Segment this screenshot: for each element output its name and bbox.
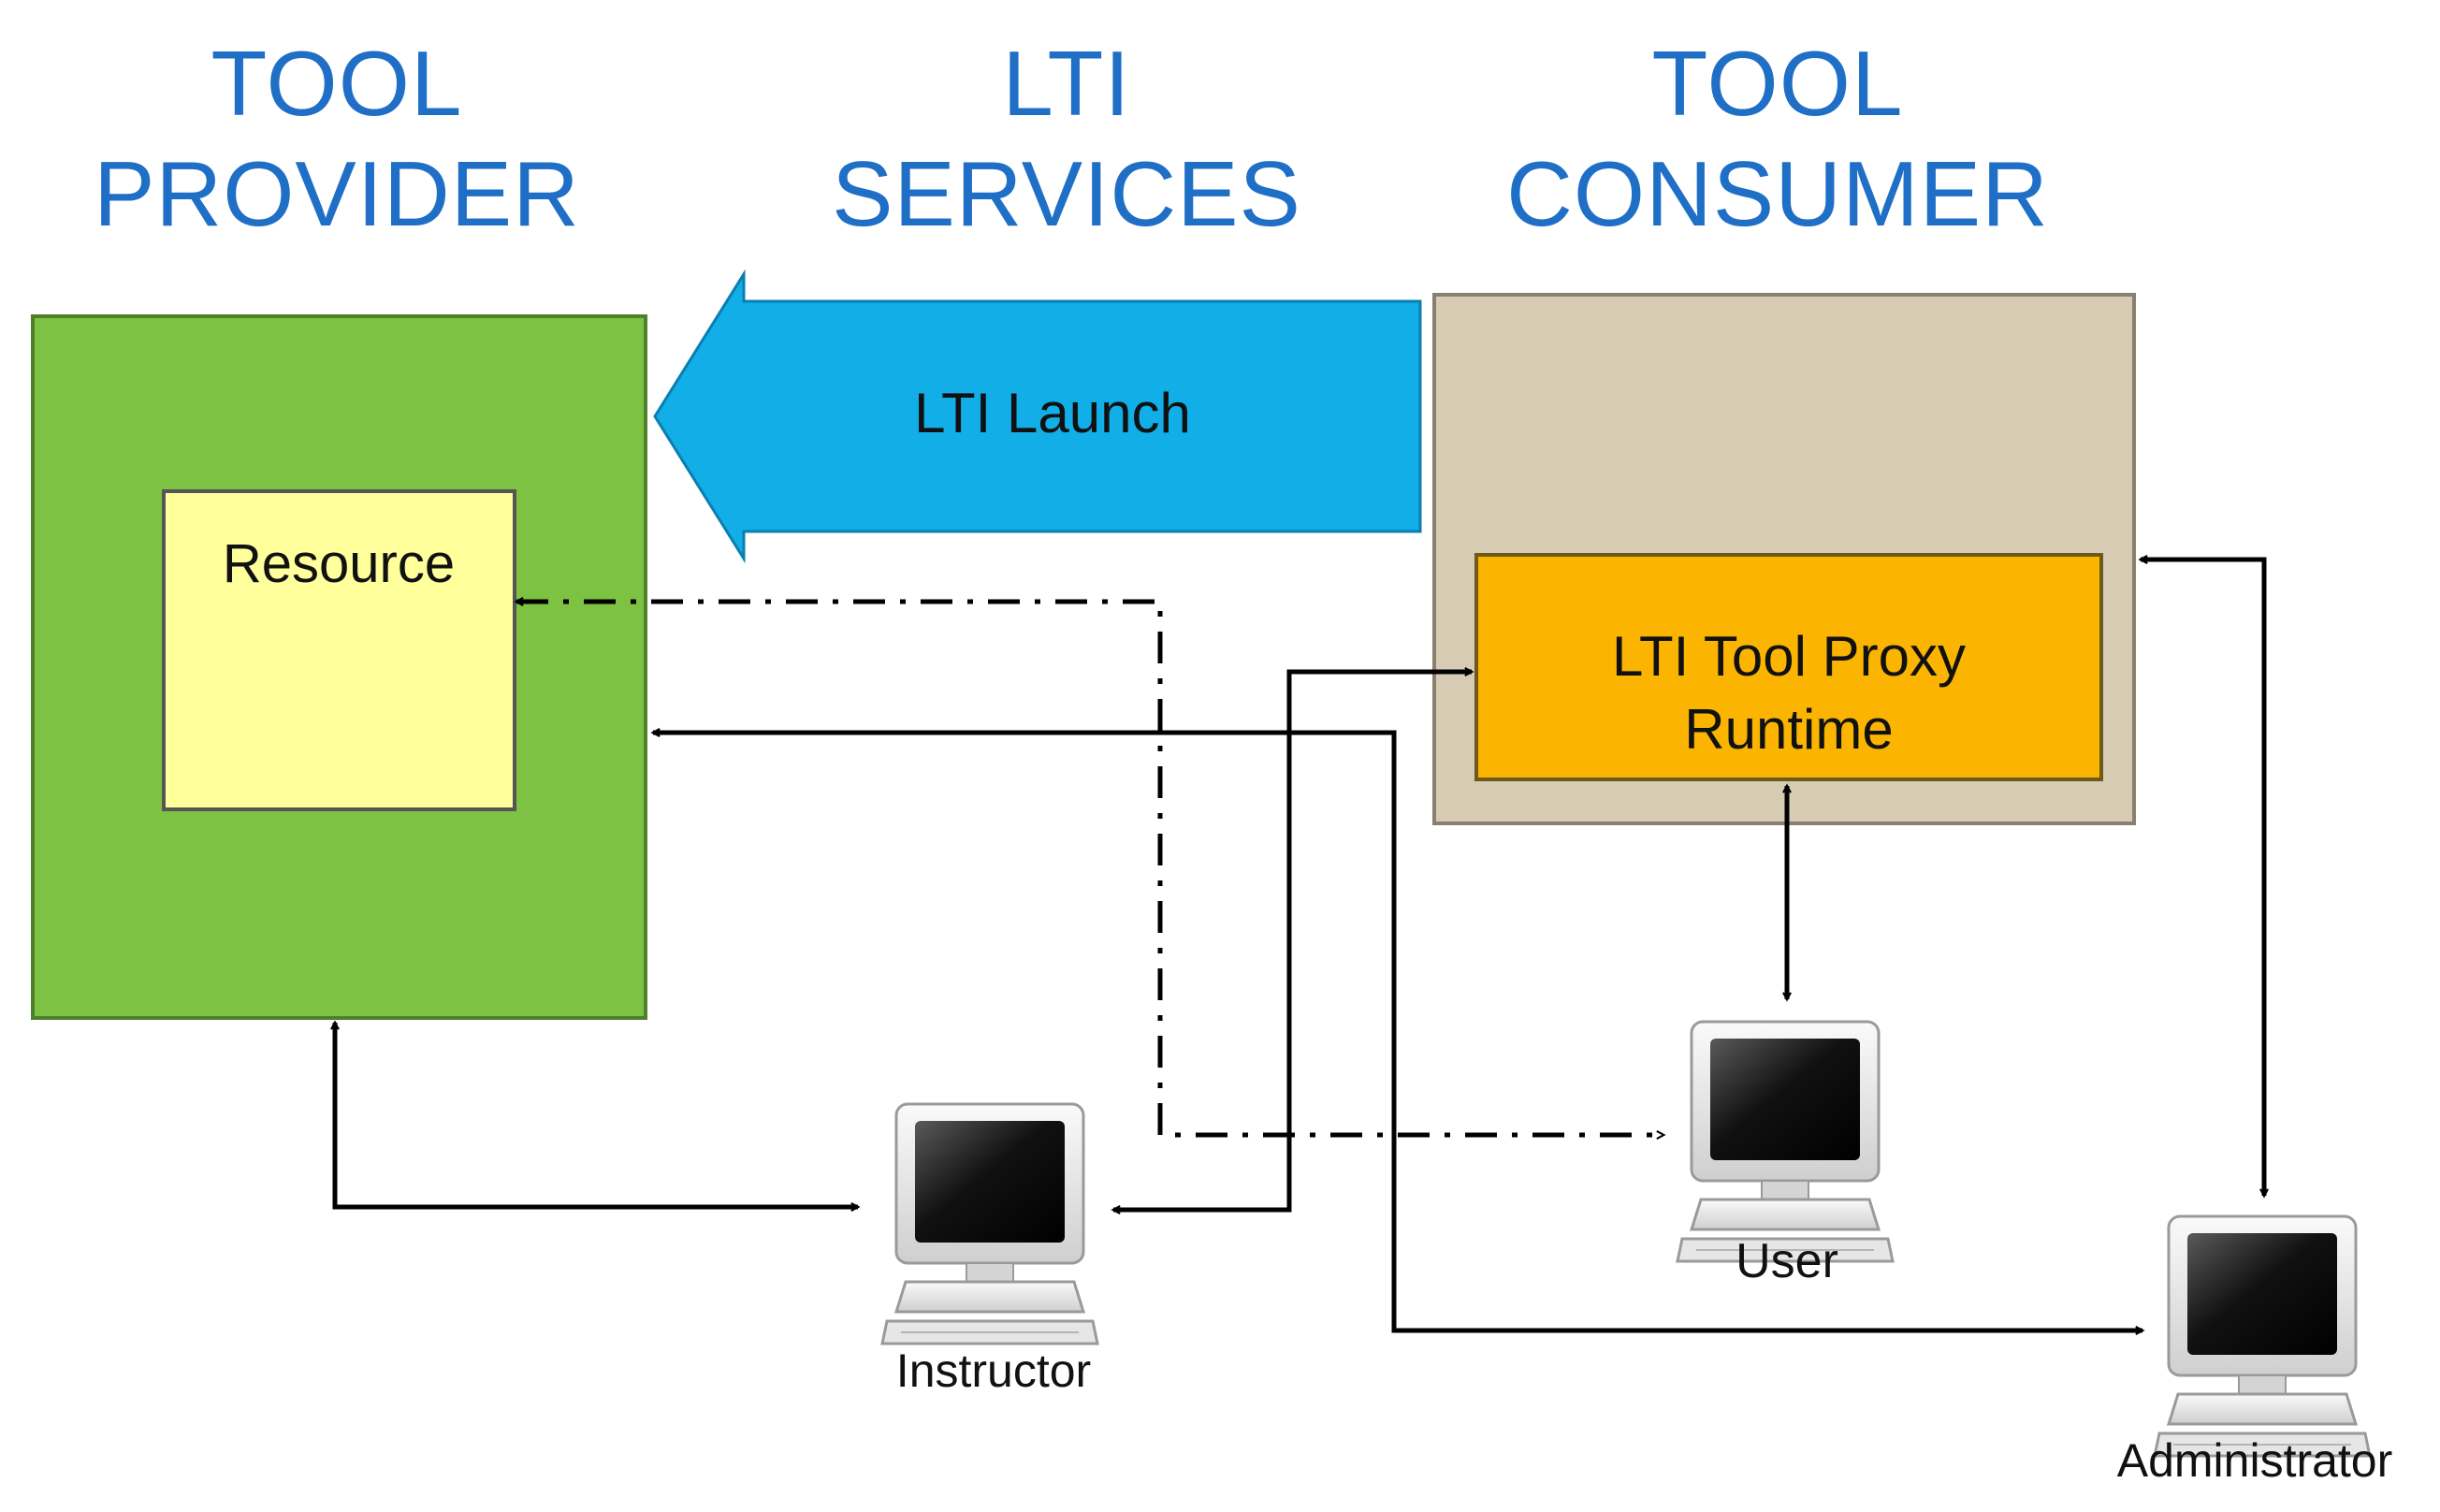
user-label: User bbox=[1736, 1234, 1838, 1288]
heading-lti-services-line1: LTI bbox=[1002, 32, 1131, 135]
heading-tool-consumer-line2: CONSUMER bbox=[1506, 142, 2049, 245]
resource-box bbox=[162, 489, 516, 811]
heading-tool-consumer-line1: TOOL bbox=[1651, 32, 1904, 135]
administrator-label: Administrator bbox=[2117, 1434, 2393, 1487]
heading-tool-provider: TOOL PROVIDER bbox=[56, 28, 617, 249]
proxy-label-line2: Runtime bbox=[1684, 698, 1893, 761]
user-computer-icon bbox=[1676, 1020, 1895, 1263]
lti-launch-label: LTI Launch bbox=[914, 382, 1191, 444]
provider-instructor-connector bbox=[330, 1020, 861, 1212]
heading-lti-services: LTI SERVICES bbox=[786, 28, 1347, 249]
instructor-proxy-connector bbox=[1111, 667, 1474, 1214]
resource-label: Resource bbox=[223, 533, 455, 594]
proxy-label-line1: LTI Tool Proxy bbox=[1612, 625, 1966, 688]
instructor-computer-icon bbox=[880, 1102, 1099, 1345]
consumer-administrator-connector bbox=[2138, 555, 2269, 1199]
lti-launch-arrow bbox=[653, 269, 1422, 564]
heading-tool-provider-line1: TOOL bbox=[211, 32, 463, 135]
heading-tool-consumer: TOOL CONSUMER bbox=[1497, 28, 2058, 249]
heading-lti-services-line2: SERVICES bbox=[832, 142, 1301, 245]
administrator-computer-icon bbox=[2153, 1214, 2372, 1458]
heading-tool-provider-line2: PROVIDER bbox=[94, 142, 580, 245]
instructor-label: Instructor bbox=[896, 1345, 1091, 1397]
